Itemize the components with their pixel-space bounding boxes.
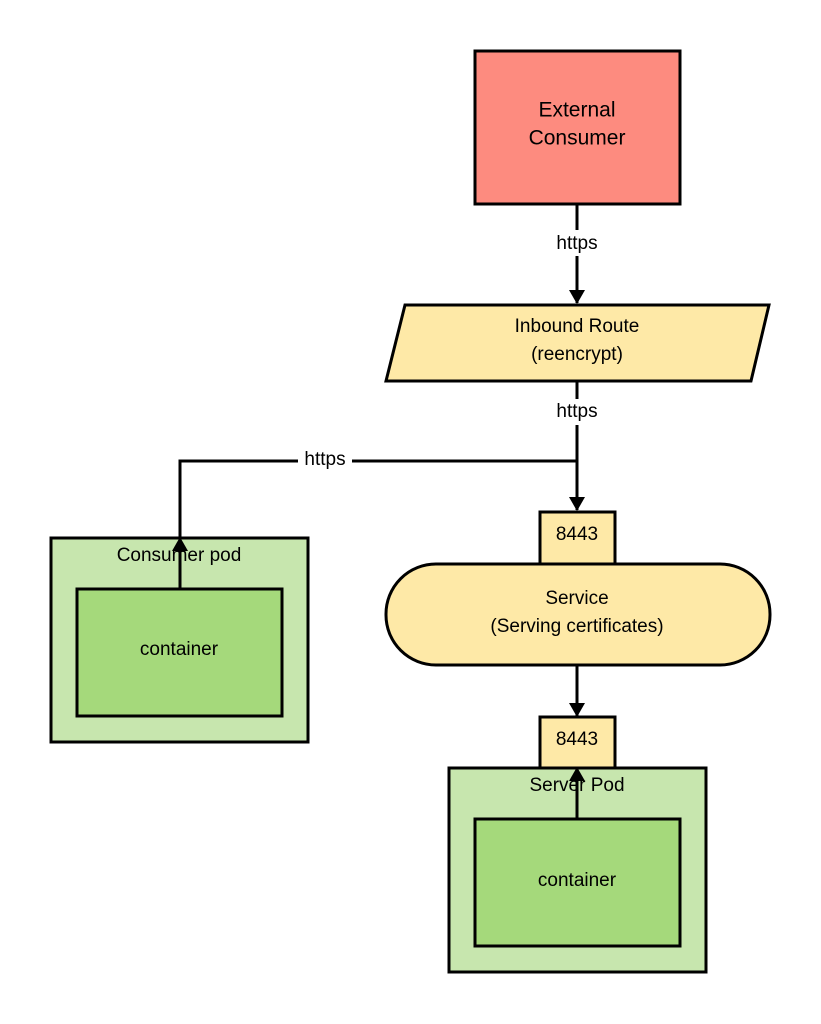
external-consumer-box bbox=[473, 49, 682, 206]
server-port-node: 8443 bbox=[538, 715, 617, 770]
edge-external-to-route: https bbox=[550, 204, 604, 304]
service-label-line1: Service bbox=[545, 588, 608, 609]
edge-route-to-service-label: https bbox=[556, 401, 597, 422]
service-port-node: 8443 bbox=[538, 510, 617, 566]
server-container-label: container bbox=[538, 870, 617, 891]
external-consumer-node: External Consumer bbox=[473, 49, 682, 206]
inbound-route-label-line2: (reencrypt) bbox=[531, 344, 623, 365]
edge-route-to-service: https bbox=[550, 381, 604, 511]
edge-consumer-to-service-label: https bbox=[304, 449, 345, 470]
consumer-container-label: container bbox=[140, 639, 219, 660]
server-port-label: 8443 bbox=[556, 729, 598, 750]
service-node: Service (Serving certificates) bbox=[384, 562, 772, 667]
server-container-box bbox=[473, 817, 682, 948]
service-shape bbox=[384, 562, 772, 667]
external-consumer-label-line1: External bbox=[538, 99, 615, 122]
inbound-route-shape bbox=[384, 303, 771, 383]
external-consumer-label-line2: Consumer bbox=[529, 127, 626, 150]
inbound-route-label-line1: Inbound Route bbox=[515, 316, 640, 337]
service-label-line2: (Serving certificates) bbox=[490, 616, 663, 637]
inbound-route-node: Inbound Route (reencrypt) bbox=[384, 303, 771, 383]
service-port-label: 8443 bbox=[556, 524, 598, 545]
consumer-container-box bbox=[75, 587, 284, 718]
server-port-box bbox=[538, 715, 617, 770]
edge-external-to-route-label: https bbox=[556, 233, 597, 254]
